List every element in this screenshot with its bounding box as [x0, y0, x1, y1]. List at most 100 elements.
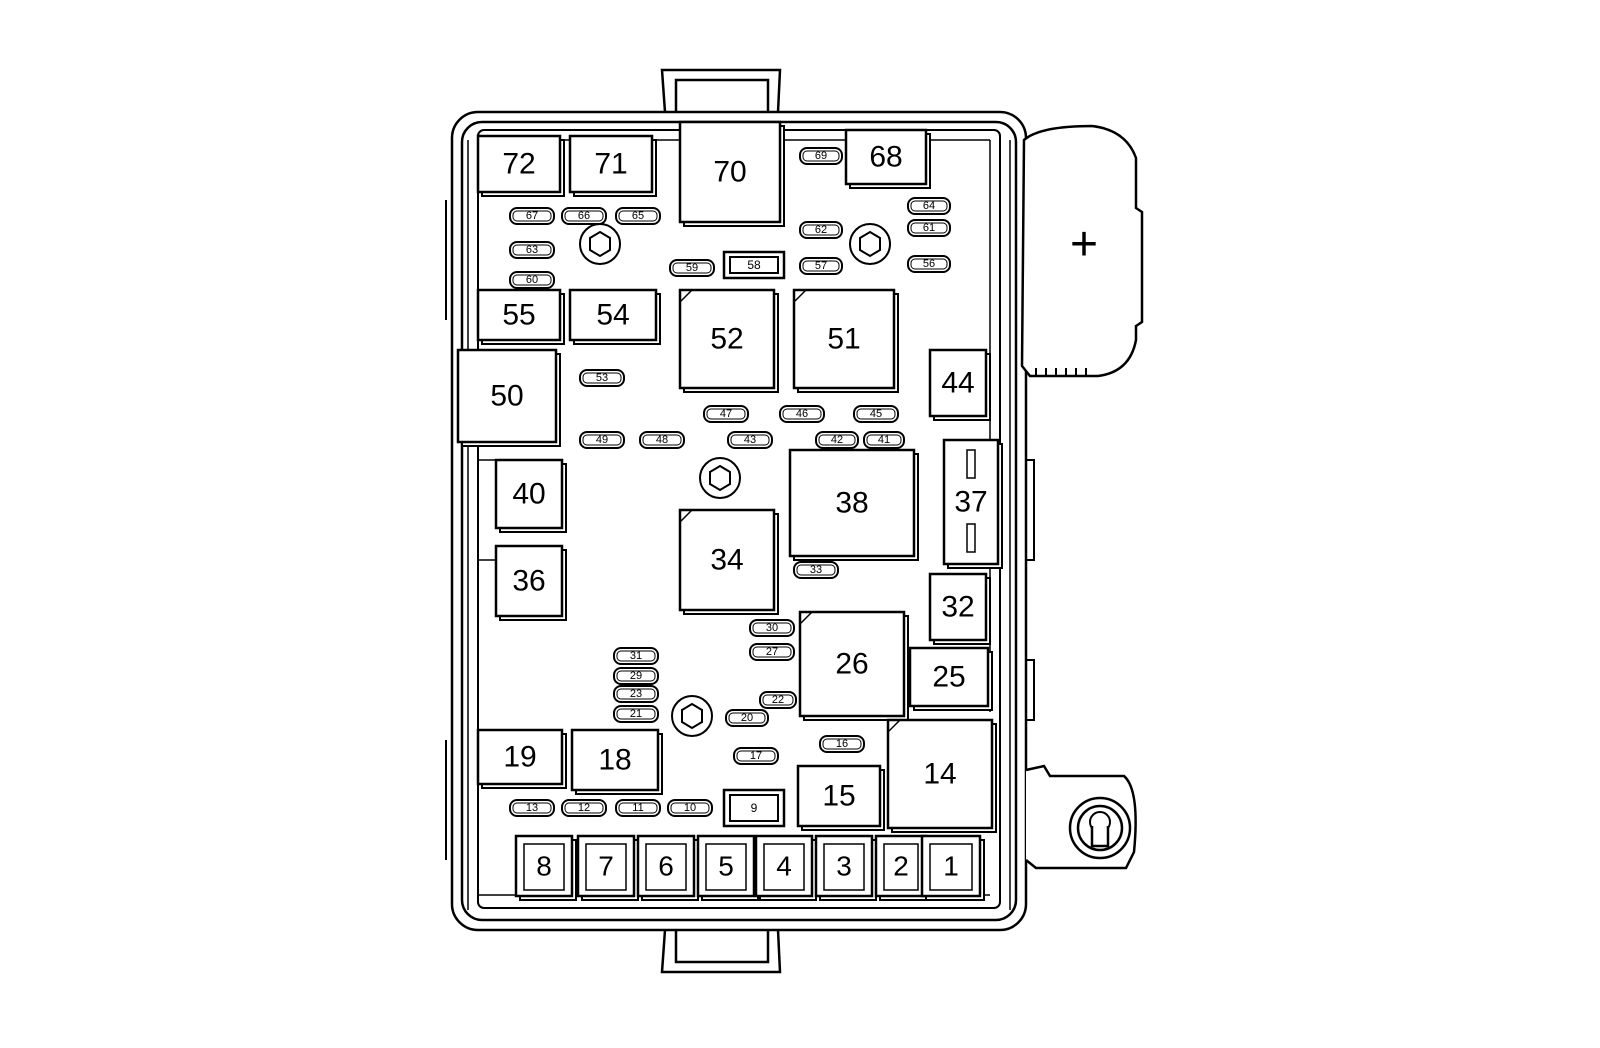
label-16: 16 — [836, 738, 848, 750]
block-55: 55 — [476, 288, 565, 345]
label-44: 44 — [941, 367, 974, 400]
fuse-46: 46 — [779, 405, 825, 423]
label-4: 4 — [776, 851, 792, 882]
fuse-box-9: 9 — [722, 788, 786, 828]
label-71: 71 — [594, 148, 627, 181]
fuse-10: 10 — [667, 799, 713, 817]
fuse-66: 66 — [561, 207, 607, 225]
bolt-icon — [699, 457, 741, 499]
fuse-69: 69 — [799, 147, 843, 165]
block-15: 15 — [796, 764, 885, 831]
label-51: 51 — [827, 323, 860, 356]
label-11: 11 — [632, 802, 643, 814]
block-72: 72 — [476, 134, 565, 197]
label-47: 47 — [720, 408, 732, 420]
fuse-23: 23 — [613, 685, 659, 703]
fuse-60: 60 — [509, 271, 555, 289]
fuse-41: 41 — [863, 431, 905, 449]
label-14: 14 — [923, 758, 956, 791]
slot-4: 4 — [754, 834, 817, 901]
fuse-53: 53 — [579, 369, 625, 387]
label-3: 3 — [836, 851, 852, 882]
label-64: 64 — [923, 200, 935, 212]
mounting-bolts — [579, 223, 891, 737]
label-9: 9 — [751, 801, 758, 815]
fuse-49: 49 — [579, 431, 625, 449]
fuse-22: 22 — [759, 691, 797, 709]
block-37: 37 — [942, 438, 1003, 569]
label-55: 55 — [502, 299, 535, 332]
fuse-47: 47 — [703, 405, 749, 423]
label-60: 60 — [526, 274, 538, 286]
label-38: 38 — [835, 487, 868, 520]
slot-8: 8 — [514, 834, 577, 901]
bolt-icon — [671, 695, 713, 737]
fuse-57: 57 — [799, 257, 843, 275]
label-25: 25 — [932, 661, 965, 694]
label-53: 53 — [596, 372, 608, 384]
fuse-56: 56 — [907, 255, 951, 273]
label-61: 61 — [923, 222, 935, 234]
label-46: 46 — [796, 408, 808, 420]
label-33: 33 — [810, 564, 822, 576]
fuse-13: 13 — [509, 799, 555, 817]
label-69: 69 — [815, 150, 827, 162]
block-38: 38 — [788, 448, 919, 561]
fuse-33: 33 — [793, 561, 839, 579]
label-7: 7 — [598, 851, 614, 882]
fuse-29: 29 — [613, 667, 659, 685]
fuse-12: 12 — [561, 799, 607, 817]
slot-3: 3 — [814, 834, 877, 901]
label-19: 19 — [503, 741, 536, 774]
fuse-42: 42 — [815, 431, 859, 449]
label-62: 62 — [815, 224, 827, 236]
fuse-27: 27 — [749, 643, 795, 661]
block-68: 68 — [844, 128, 931, 189]
slot-6: 6 — [636, 834, 699, 901]
label-42: 42 — [831, 434, 843, 446]
label-18: 18 — [598, 744, 631, 777]
fuse-45: 45 — [853, 405, 899, 423]
block-36: 36 — [494, 544, 567, 621]
label-63: 63 — [526, 244, 538, 256]
fuse-62: 62 — [799, 221, 843, 239]
label-20: 20 — [741, 712, 753, 724]
label-52: 52 — [710, 323, 743, 356]
label-32: 32 — [941, 591, 974, 624]
bolt-icon — [849, 223, 891, 265]
label-68: 68 — [869, 141, 902, 174]
block-71: 71 — [568, 134, 657, 197]
label-41: 41 — [878, 434, 890, 446]
block-54: 54 — [568, 288, 661, 345]
fuse-63: 63 — [509, 241, 555, 259]
label-58: 58 — [747, 258, 761, 272]
relay-52: 52 — [678, 288, 779, 393]
block-50: 50 — [456, 348, 561, 447]
label-23: 23 — [630, 688, 642, 700]
label-6: 6 — [658, 851, 674, 882]
fuse-48: 48 — [639, 431, 685, 449]
label-36: 36 — [512, 565, 545, 598]
label-54: 54 — [596, 299, 629, 332]
block-32: 32 — [928, 572, 991, 645]
label-17: 17 — [750, 750, 762, 762]
label-10: 10 — [684, 802, 696, 814]
label-22: 22 — [772, 694, 784, 706]
label-66: 66 — [578, 210, 590, 222]
relay-26: 26 — [798, 610, 909, 721]
label-70: 70 — [713, 156, 746, 189]
label-72: 72 — [502, 148, 535, 181]
fuse-43: 43 — [727, 431, 773, 449]
fuse-59: 59 — [669, 259, 715, 277]
fuse-67: 67 — [509, 207, 555, 225]
plus-symbol: + — [1070, 218, 1098, 271]
fuse-16: 16 — [819, 735, 865, 753]
label-30: 30 — [766, 622, 778, 634]
label-21: 21 — [630, 708, 642, 720]
label-40: 40 — [512, 478, 545, 511]
block-40: 40 — [494, 458, 567, 533]
fuse-20: 20 — [725, 709, 769, 727]
ground-stud — [1025, 764, 1137, 870]
label-13: 13 — [526, 802, 538, 814]
fuse-21: 21 — [613, 705, 659, 723]
